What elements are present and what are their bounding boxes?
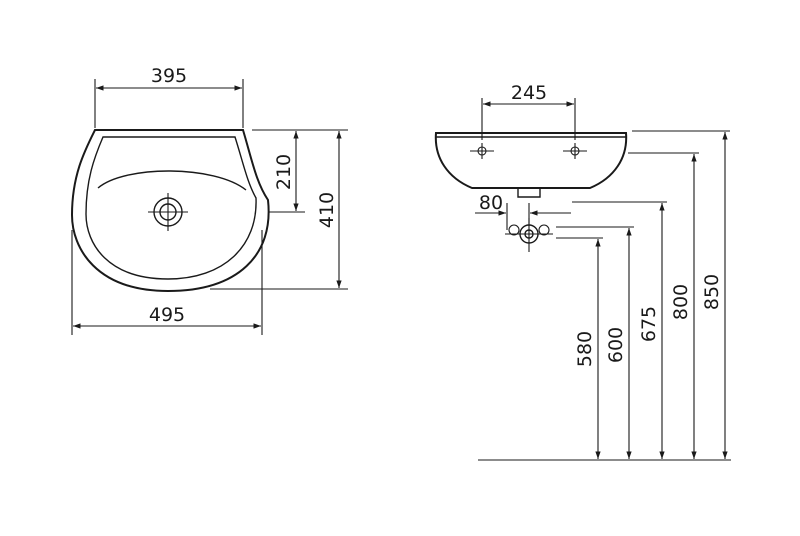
bowl-edge [97,170,247,191]
dim-210-label: 210 [273,154,295,190]
tap-hole-left [477,146,487,156]
dim-675-label: 675 [638,306,660,342]
basin-outer-outline [70,129,270,293]
tap-hole-right [570,146,580,156]
dim-410-label: 410 [316,192,338,228]
dim-800-label: 800 [670,284,692,320]
dim-495-label: 495 [149,304,185,326]
dim-395-label: 395 [151,65,187,87]
side-view: 245 80 580 600 675 800 850 [434,82,731,461]
basin-inner-rim [85,136,257,280]
waste-outlet [517,188,541,198]
plan-view: 395 495 210 410 [70,65,348,335]
dim-245-label: 245 [511,82,547,104]
valve-right [538,224,550,236]
dim-600-label: 600 [605,327,627,363]
dim-580-label: 580 [574,331,596,367]
dim-850-label: 850 [701,274,723,310]
valve-left [508,224,520,236]
basin-side-body [434,132,628,189]
dim-80-label: 80 [479,192,503,214]
